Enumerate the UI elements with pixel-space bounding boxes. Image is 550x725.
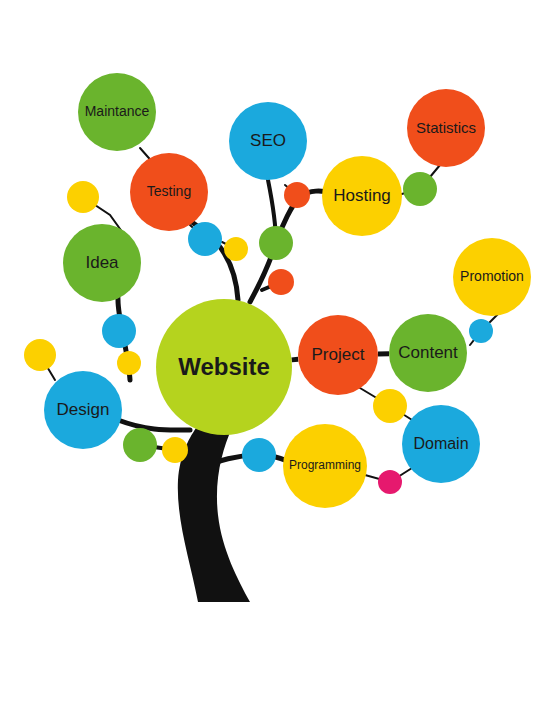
topic-circle: Domain bbox=[402, 405, 480, 483]
topic-circle: Website bbox=[156, 299, 292, 435]
topic-circle: Project bbox=[298, 315, 378, 395]
topic-label: SEO bbox=[250, 132, 286, 151]
topic-circle: SEO bbox=[229, 102, 307, 180]
topic-circle: Promotion bbox=[453, 238, 531, 316]
topic-label: Testing bbox=[147, 184, 191, 199]
topic-label: Hosting bbox=[333, 187, 391, 206]
topic-label: Domain bbox=[413, 435, 468, 453]
topic-circle: Testing bbox=[130, 153, 208, 231]
topic-label: Design bbox=[57, 401, 110, 420]
topic-label: Idea bbox=[85, 254, 118, 273]
topic-label: Maintance bbox=[85, 104, 150, 119]
topic-label: Statistics bbox=[416, 120, 476, 137]
topic-circle: Design bbox=[44, 371, 122, 449]
topic-label: Project bbox=[312, 346, 365, 365]
topic-label: Programming bbox=[289, 459, 361, 472]
topic-circle: Programming bbox=[283, 424, 367, 508]
topic-label: Content bbox=[398, 344, 458, 363]
topic-circle: Hosting bbox=[322, 156, 402, 236]
branch-connector bbox=[378, 353, 389, 354]
topic-circle: Statistics bbox=[407, 89, 485, 167]
topic-label: Promotion bbox=[460, 269, 524, 284]
topic-circle: Content bbox=[389, 314, 467, 392]
topic-label: Website bbox=[178, 354, 270, 380]
topic-circle: Maintance bbox=[78, 73, 156, 151]
topic-circle: Idea bbox=[63, 224, 141, 302]
